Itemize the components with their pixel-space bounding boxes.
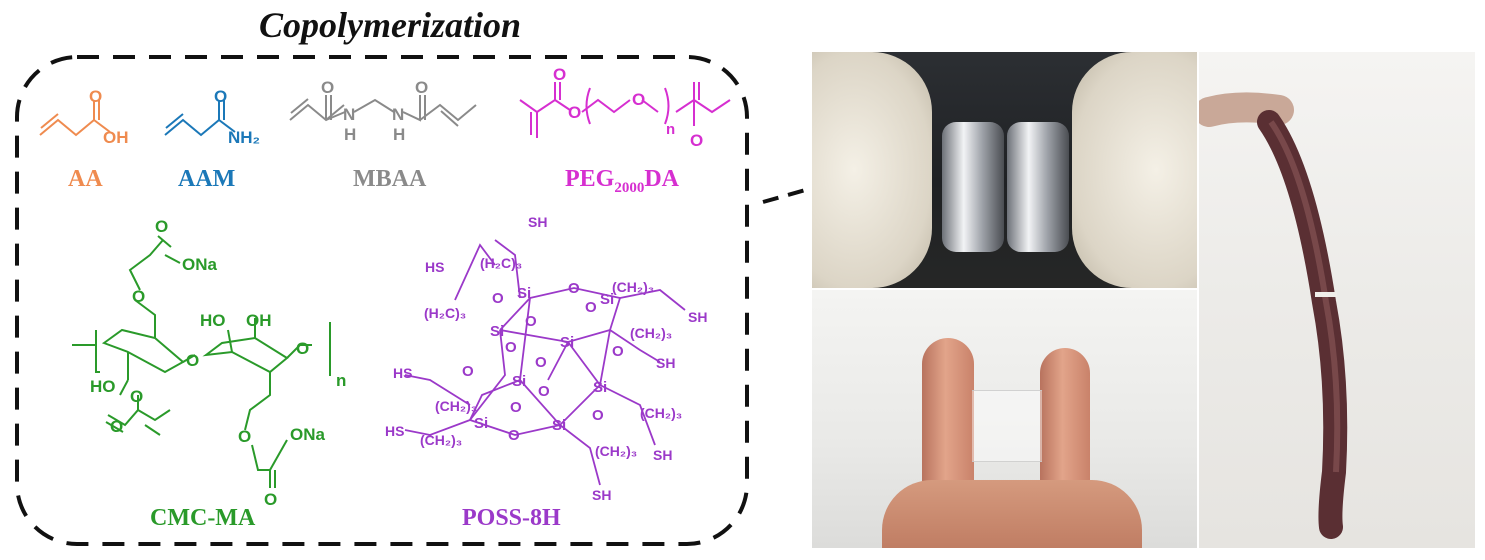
cmcma-o5-label: O	[130, 387, 143, 406]
poss-arm8: (CH₂)₃	[595, 443, 637, 459]
poss-o8: O	[612, 343, 624, 360]
pegda-o2-label: O	[568, 103, 581, 122]
cmcma-structure	[72, 235, 331, 488]
cmcma-o6-label: O	[110, 417, 123, 436]
cmcma-o3-label: O	[186, 351, 199, 370]
mbaa-h1-label: H	[344, 125, 356, 144]
scheme-title: Copolymerization	[258, 5, 522, 45]
poss-o2: O	[492, 290, 504, 307]
cmcma-name: CMC-MA	[150, 505, 256, 531]
aa-o-label: O	[89, 87, 102, 106]
poss-sh4: SH	[656, 355, 675, 371]
cmcma-ho1-label: HO	[200, 311, 226, 330]
poss-name: POSS-8H	[462, 505, 561, 531]
pegda-o3-label: O	[632, 90, 645, 109]
poss-o9: O	[510, 399, 522, 416]
poss-arm2: (CH₂)₃	[612, 279, 654, 295]
cmcma-ona1-label: ONa	[182, 255, 218, 274]
poss-si2: Si	[490, 323, 504, 340]
poss-o7: O	[535, 354, 547, 371]
hand-base	[882, 480, 1142, 548]
mbaa-structure	[289, 95, 477, 127]
poss-o1: O	[568, 280, 580, 297]
poss-si4: Si	[560, 334, 574, 351]
cmcma-o4-label: O	[296, 339, 309, 358]
cmcma-ona2-label: ONa	[290, 425, 326, 444]
aa-structure	[39, 100, 111, 137]
cmcma-ho2-label: HO	[90, 377, 116, 396]
mbaa-o2-label: O	[415, 78, 428, 97]
pegda-name-main: PEG	[565, 166, 615, 192]
poss-arm4: (CH₂)₃	[630, 325, 672, 341]
mbaa-h2-label: H	[393, 125, 405, 144]
poss-o6: O	[462, 363, 474, 380]
copolymerization-scheme: O OH O NH₂ O O N N H H O O O O n	[15, 55, 749, 546]
glove-left	[812, 52, 932, 288]
poss-o3: O	[525, 313, 537, 330]
poss-structure	[404, 239, 686, 486]
aam-structure	[164, 100, 236, 137]
poss-sh2: SH	[688, 309, 707, 325]
pegda-n-label: n	[666, 121, 675, 138]
poss-sh5: SH	[653, 447, 672, 463]
pegda-structure	[519, 82, 731, 138]
poss-o5: O	[505, 339, 517, 356]
mbaa-o1-label: O	[321, 78, 334, 97]
mbaa-name: MBAA	[353, 166, 427, 192]
poss-arm5: (CH₂)₃	[435, 398, 477, 414]
glove-right	[1072, 52, 1197, 288]
poss-o11: O	[592, 407, 604, 424]
scheme-frame	[15, 55, 749, 546]
poss-arm7: (CH₂)₃	[420, 432, 462, 448]
pegda-o1-label: O	[553, 65, 566, 84]
poss-si3: Si	[600, 291, 614, 308]
poss-si1: Si	[517, 285, 531, 302]
poss-o4: O	[585, 299, 597, 316]
cmcma-o2-label: O	[132, 287, 145, 306]
cmcma-oh-label: OH	[246, 311, 272, 330]
cmcma-o8-label: O	[264, 490, 277, 509]
poss-arm3: (H₂C)₃	[424, 305, 466, 321]
weight-right	[1007, 122, 1069, 252]
cmcma-o7-label: O	[238, 427, 251, 446]
mbaa-n1-label: N	[343, 105, 355, 124]
poss-sh3: HS	[425, 259, 444, 275]
poss-sh6: HS	[393, 365, 412, 381]
pegda-o4-label: O	[690, 131, 703, 150]
poss-si8: Si	[552, 417, 566, 434]
photo-stretch	[812, 290, 1197, 548]
mbaa-n2-label: N	[392, 105, 404, 124]
aa-oh-label: OH	[103, 128, 129, 147]
pegda-name: PEG2000DA	[565, 166, 679, 197]
aam-nh2-label: NH₂	[228, 128, 260, 147]
gel-film	[972, 390, 1042, 462]
cmcma-n-label: n	[336, 371, 346, 390]
photo-weights	[812, 52, 1197, 288]
poss-si6: Si	[593, 379, 607, 396]
poss-o12: O	[508, 427, 520, 444]
poss-sh8: HS	[385, 423, 404, 439]
tube-drawing	[1199, 92, 1348, 539]
pegda-name-tail: DA	[644, 166, 680, 192]
weight-left	[942, 122, 1004, 252]
poss-si7: Si	[474, 415, 488, 432]
poss-sh1: SH	[528, 214, 547, 230]
poss-o10: O	[538, 383, 550, 400]
photo-tube	[1199, 52, 1475, 548]
poss-arm1: (H₂C)₃	[480, 255, 522, 271]
aa-name: AA	[68, 166, 103, 192]
poss-arm6: (CH₂)₃	[640, 405, 682, 421]
poss-si5: Si	[512, 373, 526, 390]
aam-o-label: O	[214, 87, 227, 106]
aam-name: AAM	[178, 166, 236, 192]
cmcma-o1-label: O	[155, 217, 168, 236]
poss-sh7: SH	[592, 487, 611, 503]
pegda-name-sub: 2000	[614, 179, 645, 196]
